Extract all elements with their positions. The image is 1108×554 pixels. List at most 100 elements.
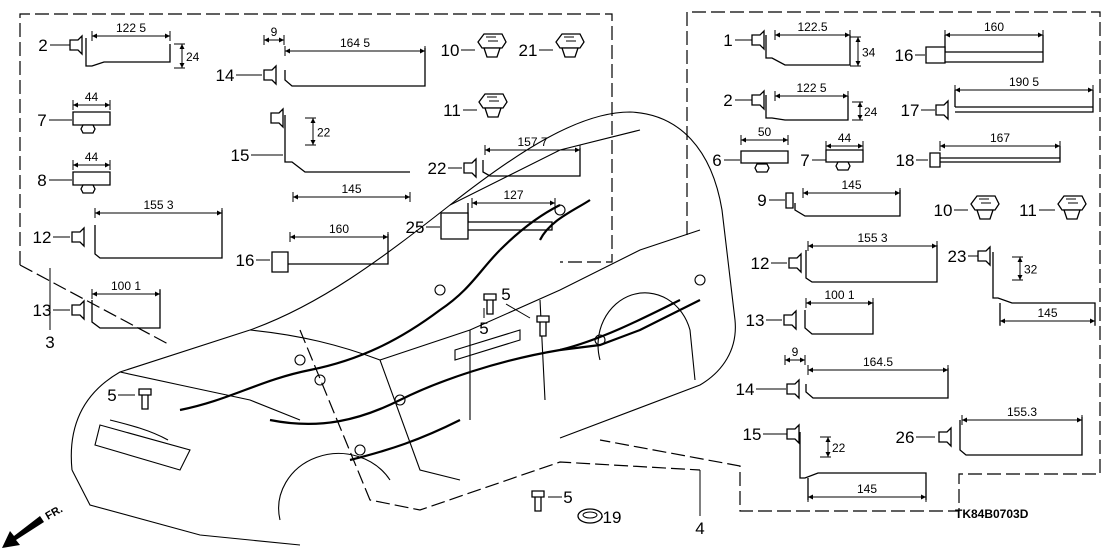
clip-head-icon	[751, 89, 765, 111]
lower-group-boundary	[19, 264, 701, 511]
part-callout-number: 26	[896, 428, 915, 447]
part-15: 15 22 145	[743, 423, 927, 502]
clip-body	[825, 149, 864, 163]
dimension-arrow	[73, 102, 78, 108]
front-arrow-icon	[2, 516, 44, 548]
part-10: 10	[441, 33, 507, 60]
dimension-arrow	[217, 210, 222, 216]
part-callout-number: 25	[406, 218, 425, 237]
part-callout-number: 15	[231, 146, 250, 165]
dimension-label: 145	[841, 178, 861, 192]
dimension-arrow	[1090, 318, 1095, 324]
dimension-label: 32	[1024, 263, 1038, 277]
main-callout-number: 5	[563, 488, 572, 507]
part-26: 26 155.3	[896, 405, 1083, 456]
dimension-arrow	[1000, 318, 1005, 324]
part-callout-number: 15	[743, 425, 762, 444]
part-callout-number: 23	[948, 247, 967, 266]
dimension-arrow	[310, 118, 316, 123]
harness-clip-strap	[91, 290, 161, 329]
dimension-arrow	[808, 243, 813, 249]
dimension-label: 9	[792, 345, 799, 359]
clip-head-icon	[751, 29, 765, 51]
dimension-label: 22	[317, 126, 331, 140]
clip-body	[271, 251, 289, 273]
left-group-boundary	[19, 13, 613, 265]
clip-head-icon	[938, 426, 952, 448]
dimension-label: 22	[832, 441, 846, 455]
dimension-arrow	[783, 137, 788, 143]
dimension-arrow	[575, 147, 580, 153]
part-callout-number: 2	[723, 91, 732, 110]
front-direction-indicator: FR.	[2, 503, 65, 548]
callout-bolt-5: 5	[501, 285, 550, 337]
dimension-arrow	[945, 32, 950, 38]
callout-harness-3: 3	[45, 268, 55, 352]
dimension-arrow	[855, 37, 861, 42]
clip-head-icon	[786, 423, 800, 445]
main-callout-number: 3	[45, 333, 54, 352]
main-callout-number: 5	[479, 319, 488, 338]
part-11: 11	[443, 93, 508, 120]
harness-clip-strap	[482, 148, 581, 177]
clip-head-icon	[783, 309, 797, 331]
dimension-label: 50	[758, 125, 772, 139]
part-callout-number: 6	[712, 151, 721, 170]
dimension-label: 24	[864, 105, 878, 119]
clip-head-icon	[935, 99, 949, 121]
harness-clip-strap	[794, 190, 901, 217]
right-group-boundary	[599, 11, 1101, 512]
dimension-label: 155.3	[1007, 405, 1037, 419]
dimension-arrow	[472, 200, 477, 206]
clip-head-icon	[270, 107, 284, 129]
dimension-arrow	[92, 33, 97, 39]
dimension-arrow	[550, 200, 555, 206]
dimension-arrow	[940, 143, 945, 149]
dimension-label: 160	[984, 20, 1004, 34]
callout-harness-4: 4	[695, 470, 705, 538]
dimension-arrow	[73, 162, 78, 168]
dimension-arrow	[855, 61, 861, 66]
harness-clip-strap	[805, 368, 949, 399]
callout-grommet-19: 19	[577, 508, 621, 527]
dimension-arrow	[405, 194, 410, 200]
nut-icon	[80, 124, 96, 134]
dimension-arrow	[843, 93, 848, 99]
group-boundaries	[19, 11, 1101, 512]
dimension-arrow	[955, 87, 960, 93]
clip-body	[740, 150, 789, 164]
harness-clip-strap	[804, 302, 874, 335]
part-callout-number: 16	[236, 251, 255, 270]
part-21: 21	[519, 33, 585, 60]
dimension-label: 24	[186, 50, 200, 64]
nut-icon	[80, 184, 96, 194]
harness-clip-strap	[954, 90, 1094, 113]
dimension-arrow	[92, 291, 97, 297]
dimension-arrow	[179, 44, 185, 49]
harness-clip-strap	[805, 245, 938, 283]
clip-head-icon	[977, 245, 991, 267]
clip-head-icon	[263, 64, 277, 86]
dimension-label: 44	[85, 150, 99, 164]
dimension-label: 44	[85, 90, 99, 104]
part-callout-number: 22	[428, 159, 447, 178]
dimension-arrow	[95, 210, 100, 216]
part-11: 11	[1019, 195, 1087, 220]
harness-clip-strap	[284, 48, 426, 87]
part-callout-number: 9	[757, 191, 766, 210]
part-callout-number: 12	[33, 228, 52, 247]
dimension-arrow	[279, 37, 284, 43]
dimension-label: 145	[857, 482, 877, 496]
part-callout-number: 17	[901, 101, 920, 120]
clip-head-icon	[788, 252, 802, 274]
clip-body	[785, 192, 794, 209]
